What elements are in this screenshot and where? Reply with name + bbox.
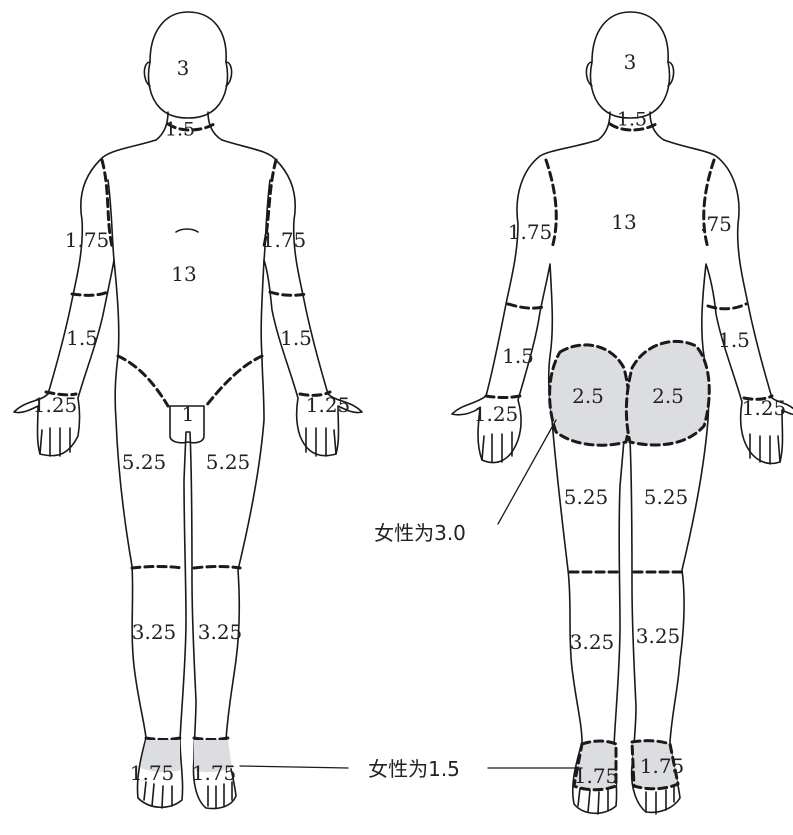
front-forearm-left-label: 1.5 bbox=[66, 328, 98, 348]
back-head-label: 3 bbox=[624, 52, 637, 72]
front-upper-arm-left-label: 1.75 bbox=[65, 230, 110, 250]
back-foot-right-label: 1.75 bbox=[640, 756, 685, 776]
back-neck-label: 1.5 bbox=[617, 111, 647, 130]
front-thigh-left-label: 5.25 bbox=[122, 452, 167, 472]
back-leg-left-label: 3.25 bbox=[570, 632, 615, 652]
front-foot-right-label: 1.75 bbox=[192, 763, 237, 783]
back-foot-left-label: 1.75 bbox=[574, 766, 619, 786]
female-buttocks-note: 女性为3.0 bbox=[370, 523, 470, 543]
back-leg-right-label: 3.25 bbox=[636, 626, 681, 646]
back-buttock-left-label: 2.5 bbox=[572, 386, 604, 406]
front-leg-left-label: 3.25 bbox=[132, 622, 177, 642]
back-trunk-label: 13 bbox=[611, 212, 636, 232]
front-genitals-label: 1 bbox=[182, 404, 195, 424]
front-leg-right-label: 3.25 bbox=[198, 622, 243, 642]
front-hand-right-label: 1.25 bbox=[306, 395, 351, 415]
back-forearm-left-label: 1.5 bbox=[502, 346, 534, 366]
back-hand-right-label: 1.25 bbox=[742, 398, 787, 418]
back-thigh-left-label: 5.25 bbox=[564, 487, 609, 507]
back-upper-arm-left-label: 1.75 bbox=[508, 222, 553, 242]
back-fingers-right bbox=[750, 434, 780, 464]
female-feet-note: 女性为1.5 bbox=[364, 759, 464, 779]
leader-buttocks bbox=[498, 420, 556, 524]
back-buttock-right-label: 2.5 bbox=[652, 386, 684, 406]
back-body-outline bbox=[452, 140, 793, 813]
leader-feet-left bbox=[240, 766, 348, 768]
front-chest-mark bbox=[176, 229, 198, 232]
front-thigh-right-label: 5.25 bbox=[206, 452, 251, 472]
leader-lines bbox=[240, 420, 582, 768]
front-head-label: 3 bbox=[177, 58, 190, 78]
front-upper-arm-right-label: 1.75 bbox=[262, 230, 307, 250]
back-shading bbox=[550, 341, 710, 789]
front-foot-left-label: 1.75 bbox=[130, 763, 175, 783]
back-neck-left bbox=[598, 112, 610, 140]
front-trunk-label: 13 bbox=[171, 264, 196, 284]
back-forearm-right-label: 1.5 bbox=[718, 330, 750, 350]
back-hand-left-label: 1.25 bbox=[474, 404, 519, 424]
back-thigh-right-label: 5.25 bbox=[644, 487, 689, 507]
back-upper-arm-right-label: .75 bbox=[700, 214, 732, 234]
front-forearm-right-label: 1.5 bbox=[280, 328, 312, 348]
front-hand-left-label: 1.25 bbox=[33, 395, 78, 415]
front-neck-label: 1.5 bbox=[165, 121, 195, 140]
